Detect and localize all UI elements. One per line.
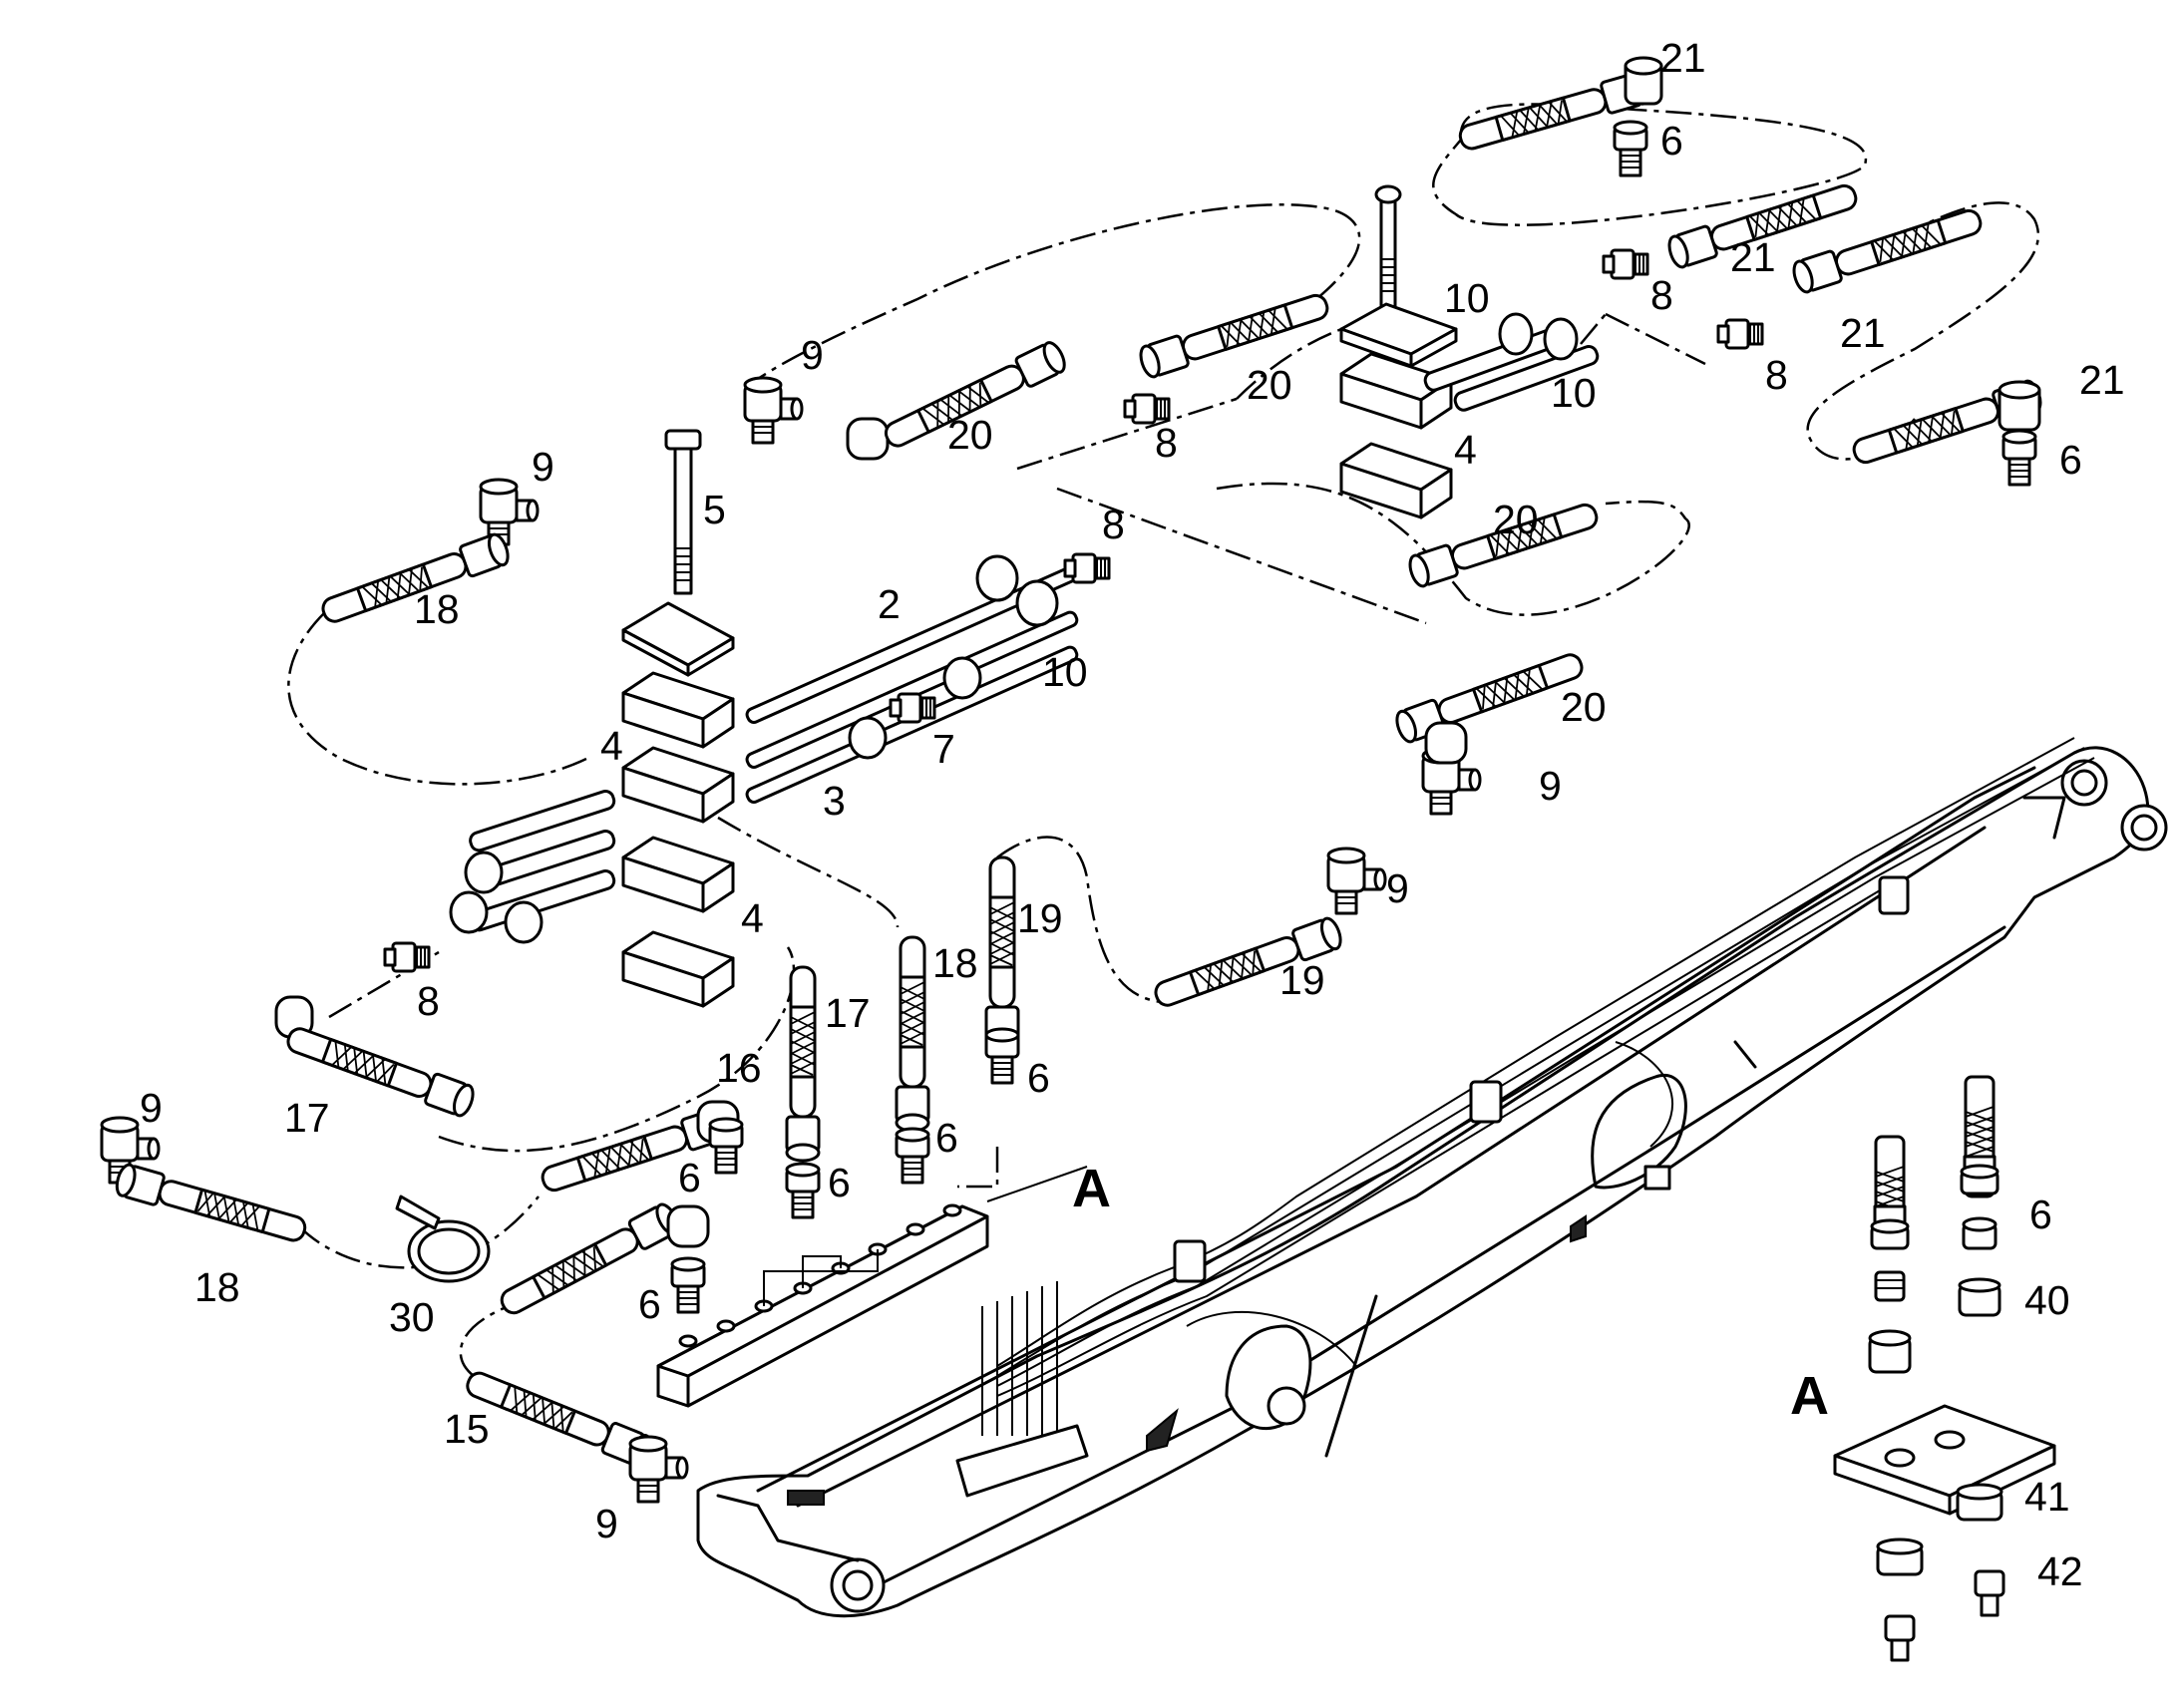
routing-line-20-top — [757, 203, 1361, 381]
callout-8: 8 — [1650, 272, 1673, 318]
routing-lines — [287, 103, 2040, 1377]
callout-9: 9 — [595, 1501, 618, 1546]
callout-A: A — [1072, 1159, 1111, 1218]
top-right-hoses — [1455, 56, 2045, 487]
callout-19: 19 — [1017, 895, 1063, 941]
callout-4: 4 — [741, 895, 764, 941]
callout-42: 42 — [2037, 1548, 2083, 1594]
callout-41: 41 — [2024, 1474, 2070, 1520]
callout-4: 4 — [1454, 427, 1477, 473]
callout-6: 6 — [2029, 1192, 2052, 1237]
callout-9: 9 — [1539, 763, 1562, 809]
callout-10: 10 — [1551, 370, 1597, 416]
callout-20: 20 — [1561, 684, 1607, 730]
callout-17: 17 — [284, 1095, 330, 1141]
elbow-21-top — [1624, 56, 1663, 106]
callout-6: 6 — [678, 1155, 701, 1200]
callout-18: 18 — [194, 1264, 240, 1310]
callout-21: 21 — [1730, 234, 1776, 280]
manifold-block — [656, 1166, 1088, 1408]
callout-21: 21 — [2079, 357, 2125, 403]
routing-line-18-mid — [717, 816, 900, 928]
callout-18: 18 — [932, 940, 978, 986]
callout-6: 6 — [828, 1160, 851, 1205]
callout-A: A — [1790, 1366, 1829, 1426]
clamp-assembly-left — [383, 429, 1111, 1008]
callout-17: 17 — [825, 990, 871, 1036]
callout-21: 21 — [1660, 35, 1706, 81]
routing-line-18-left — [287, 612, 589, 786]
routing-line-30 — [298, 1196, 540, 1269]
callout-3: 3 — [823, 778, 846, 824]
callout-8: 8 — [1765, 352, 1788, 398]
elbow-20 — [846, 417, 890, 461]
clamp-assembly-upper — [1339, 184, 1600, 519]
routing-line-19 — [996, 836, 1163, 1004]
callout-20: 20 — [1247, 362, 1292, 408]
routing-line-20-right — [1216, 482, 1690, 616]
callout-16: 16 — [716, 1045, 762, 1091]
callout-2: 2 — [878, 581, 901, 627]
boom-assembly — [696, 737, 2168, 1618]
routing-line-6 — [957, 1147, 999, 1189]
callout-30: 30 — [389, 1294, 435, 1340]
callout-6: 6 — [2059, 437, 2082, 483]
callout-9: 9 — [532, 444, 554, 490]
callout-7: 7 — [932, 726, 955, 772]
callout-8: 8 — [1155, 420, 1178, 466]
elbow-21-bottom — [1998, 380, 2041, 432]
callout-6: 6 — [638, 1281, 661, 1327]
routing-line-center — [1056, 487, 1427, 625]
callout-18: 18 — [414, 586, 460, 632]
detail-a — [1833, 1075, 2056, 1662]
routing-line-21-lower — [1806, 201, 2040, 461]
callout-20: 20 — [1493, 497, 1539, 542]
routing-line-8-right — [1580, 312, 1706, 366]
callout-5: 5 — [703, 487, 726, 532]
callout-19: 19 — [1279, 957, 1325, 1003]
callout-10: 10 — [1444, 275, 1490, 321]
callout-20: 20 — [947, 412, 993, 458]
callout-6: 6 — [935, 1115, 958, 1161]
middle-hoses — [743, 287, 1603, 816]
callout-9: 9 — [1386, 865, 1409, 911]
callout-10: 10 — [1042, 649, 1088, 695]
callout-9: 9 — [801, 332, 824, 378]
callout-15: 15 — [444, 1406, 490, 1452]
callout-labels: 21 6 21 8 10 21 8 21 6 10 9 20 20 8 4 9 … — [140, 35, 2125, 1594]
callout-8: 8 — [1102, 502, 1125, 547]
routing-line-15 — [459, 1304, 510, 1377]
hose-clamp-30 — [395, 1195, 491, 1283]
callout-40: 40 — [2024, 1277, 2070, 1323]
callout-6: 6 — [1027, 1055, 1050, 1101]
callout-21: 21 — [1840, 310, 1886, 356]
callout-9: 9 — [140, 1085, 163, 1131]
callout-4: 4 — [600, 723, 623, 769]
callout-6: 6 — [1660, 118, 1683, 164]
callout-8: 8 — [417, 978, 440, 1024]
